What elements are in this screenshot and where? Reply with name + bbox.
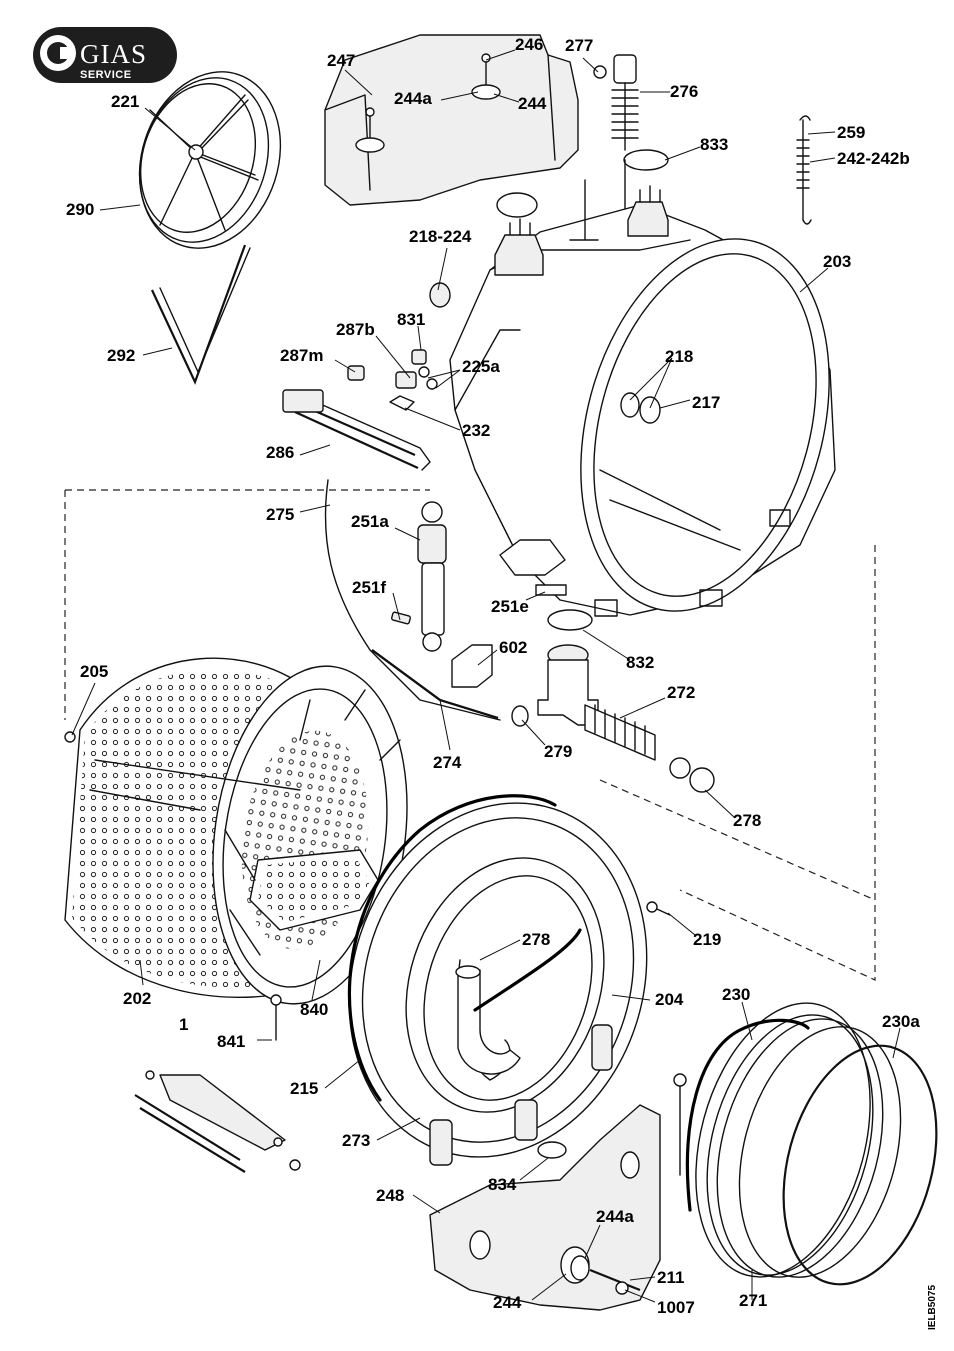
label-246: 246: [515, 35, 543, 54]
label-251e: 251e: [491, 597, 529, 616]
label-251a: 251a: [351, 512, 389, 531]
front-tub-part: [348, 802, 648, 1166]
label-203: 203: [823, 252, 851, 271]
callout-labels: 221 290 292 247 246 244a 244 277 276 833…: [66, 35, 938, 1330]
label-1: 1: [179, 1015, 188, 1034]
label-251f: 251f: [352, 578, 386, 597]
label-276: 276: [670, 82, 698, 101]
label-230: 230: [722, 985, 750, 1004]
label-273: 273: [342, 1131, 370, 1150]
assembly-guide-lines: [64, 489, 876, 981]
label-218: 218: [665, 347, 693, 366]
label-215: 215: [290, 1079, 318, 1098]
shock-absorber-part: [391, 501, 567, 652]
label-832: 832: [626, 653, 654, 672]
front-tub-lugs: [429, 1024, 613, 1166]
label-271: 271: [739, 1291, 767, 1310]
label-287m: 287m: [280, 346, 323, 365]
label-230a: 230a: [882, 1012, 920, 1031]
label-247: 247: [327, 51, 355, 70]
label-831: 831: [397, 310, 425, 329]
label-244a-top: 244a: [394, 89, 432, 108]
lower-counterweight-part: [429, 1073, 687, 1311]
logo-subtitle: SERVICE: [80, 69, 132, 81]
drawing-code: IELB5075: [927, 1285, 938, 1330]
label-602: 602: [499, 638, 527, 657]
label-242-242b: 242-242b: [837, 149, 910, 168]
label-286: 286: [266, 443, 294, 462]
rear-tub-part: [449, 179, 836, 617]
label-217: 217: [692, 393, 720, 412]
label-232: 232: [462, 421, 490, 440]
drum-part: [64, 657, 408, 1041]
temperature-sensor-part: [347, 282, 451, 411]
label-218-224: 218-224: [409, 227, 472, 246]
mounting-bracket-part: [134, 1070, 301, 1173]
label-841: 841: [217, 1032, 245, 1051]
gias-service-logo: GIAS SERVICE: [33, 27, 177, 83]
label-1007: 1007: [657, 1298, 695, 1317]
upper-counterweight-part: [324, 34, 579, 206]
label-292: 292: [107, 346, 135, 365]
label-244-top: 244: [518, 94, 547, 113]
label-204: 204: [655, 990, 684, 1009]
label-840: 840: [300, 1000, 328, 1019]
front-tub-inner-seal: [473, 928, 582, 1012]
upper-shock-absorber-part: [593, 54, 669, 279]
label-274: 274: [433, 753, 462, 772]
label-277: 277: [565, 36, 593, 55]
label-221: 221: [111, 92, 139, 111]
label-287b: 287b: [336, 320, 375, 339]
heater-element-part: [282, 389, 431, 471]
label-834: 834: [488, 1175, 517, 1194]
label-833: 833: [700, 135, 728, 154]
label-272: 272: [667, 683, 695, 702]
label-205: 205: [80, 662, 108, 681]
label-248: 248: [376, 1186, 404, 1205]
label-244-bottom: 244: [493, 1293, 522, 1312]
label-278-right: 278: [733, 811, 761, 830]
tub-fixing-lugs: [594, 509, 791, 617]
label-290: 290: [66, 200, 94, 219]
label-259: 259: [837, 123, 865, 142]
tub-spring-part: [796, 115, 812, 225]
label-211: 211: [657, 1268, 684, 1287]
label-202: 202: [123, 989, 151, 1008]
label-244a-bottom: 244a: [596, 1207, 634, 1226]
tub-seal-gasket: [347, 794, 557, 1102]
screw-219: [646, 901, 671, 916]
belt-part: [151, 244, 251, 385]
label-278-center: 278: [522, 930, 550, 949]
label-225a: 225a: [462, 357, 500, 376]
logo-brand: GIAS: [80, 39, 147, 69]
hose-assembly-part: [324, 479, 715, 793]
pulley-part: [138, 71, 282, 249]
label-279: 279: [544, 742, 572, 761]
callout-leader-lines: [71, 49, 901, 1303]
label-219: 219: [693, 930, 721, 949]
label-275: 275: [266, 505, 294, 524]
door-seal-part: [685, 1002, 938, 1286]
